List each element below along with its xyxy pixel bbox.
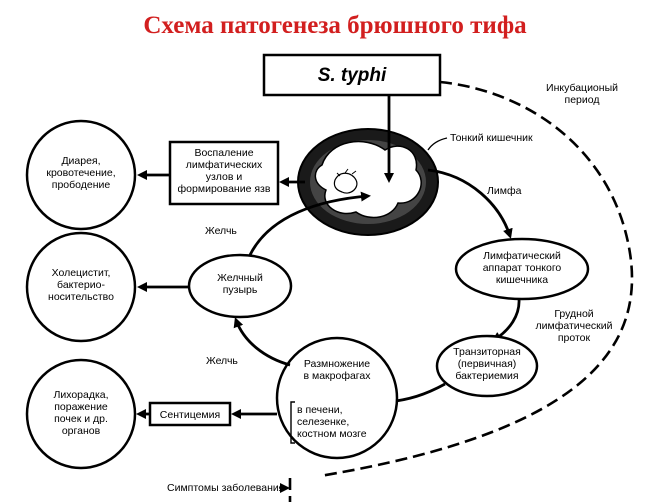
label-lymph: Лимфа [487,185,522,197]
pathogen-box [262,53,442,97]
text-line: пузырь [223,284,258,296]
small-intestine-icon [297,128,439,236]
arrow-thoracic-duct [491,298,521,342]
text-line: Диарея, [61,155,100,167]
organs-bracket [290,401,295,444]
text-line: кровотечение, [46,167,115,179]
text-line: аппарат тонкого [483,262,562,274]
label-small-intestine: Тонкий кишечник [450,132,533,144]
text-line: почек и др. [54,413,108,425]
arrow-bile-to-intestine [248,191,371,256]
text-line: в печени, [297,404,343,416]
label-bile-top: Желчь [205,225,237,237]
text-line: костном мозге [297,428,367,440]
text-line: Размножение [304,358,370,370]
text-line: формирование язв [178,183,271,195]
text-line: Воспаление [194,147,253,159]
node-cholecystitis-text: Холецистит,бактерио-носительство [48,267,114,303]
text-line: проток [558,332,591,344]
text-line: поражение [54,401,108,413]
text-line: лимфатический [535,320,612,332]
text-line: в макрофагах [304,370,372,382]
node-inflammation [168,140,280,206]
text-line: органов [62,425,101,437]
text-line: Желчный [217,272,263,284]
text-line: бактериемия [455,370,518,382]
node-bacteremia-text: Транзиторная(первичная)бактериемия [453,346,521,382]
text-line: носительство [48,291,114,303]
node-macrophages [275,336,399,460]
text-line: кишечника [496,274,548,286]
text-line: Лимфатический [483,250,561,262]
node-cholecystitis [25,231,137,343]
text-line: узлов и [206,171,243,183]
node-septicemia-text: Сентицемия [160,409,220,421]
text-line: (первичная) [458,358,517,370]
node-diarrhea-text: Диарея,кровотечение,прободение [46,155,115,191]
text-line: лимфатических [186,159,263,171]
node-diarrhea [25,119,137,231]
label-bile-bottom: Желчь [206,355,238,367]
text-line: Грудной [554,308,593,320]
text-line: Транзиторная [453,346,521,358]
text-line: бактерио- [57,279,105,291]
text-line: Инкубационый [546,82,618,94]
incubation-arc [319,80,634,478]
arrow-bile-to-gallbladder [233,317,291,367]
label-symptoms: Симптомы заболевания [167,482,284,494]
node-fever [25,358,137,470]
pathogen-label: S. typhi [318,65,387,86]
small-intestine-pointer [427,137,448,151]
text-line: селезенке, [297,416,349,428]
arrow-lymph [427,168,513,239]
node-organs-text: в печени,селезенке,костном мозге [297,404,367,440]
text-line: Лихорадка, [53,389,108,401]
page-title: Схема патогенеза брюшного тифа [143,12,527,39]
text-line: прободение [52,179,111,191]
text-line: Холецистит, [52,267,111,279]
node-lymph-apparatus [454,237,590,301]
node-bacteremia [435,334,539,398]
text-line: период [565,94,600,106]
